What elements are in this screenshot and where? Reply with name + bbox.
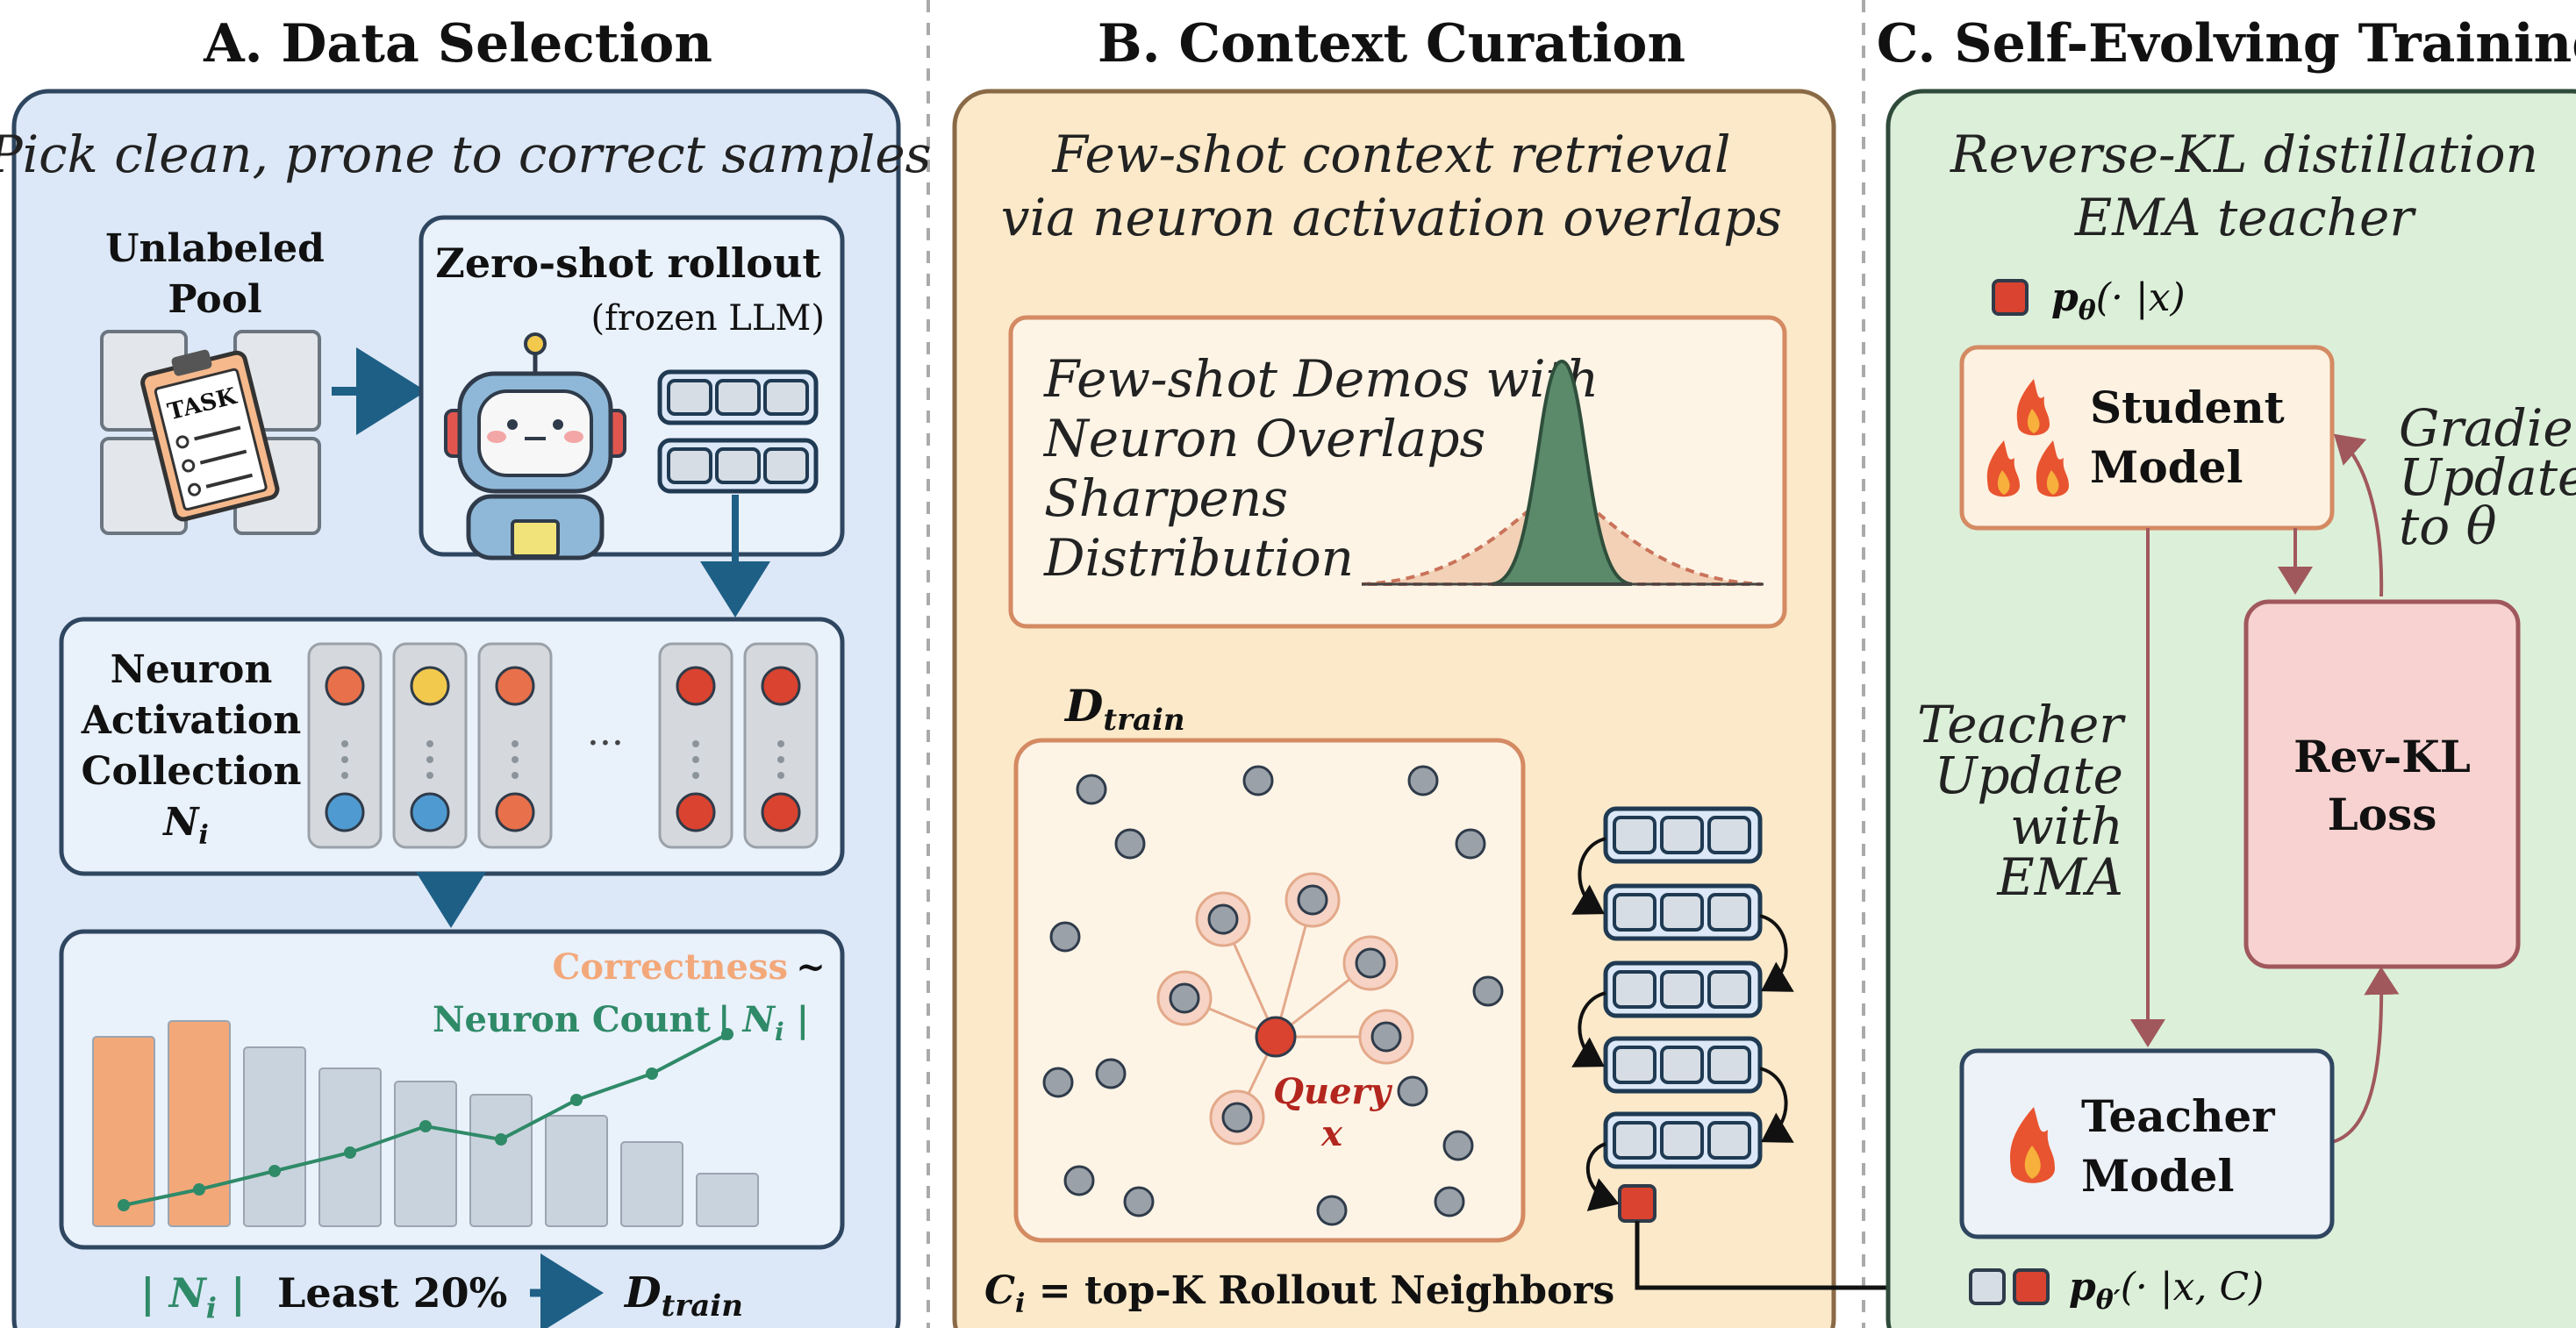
distribution-curves — [1361, 359, 1764, 586]
activation-symbol: Ni — [161, 800, 209, 851]
teacher-dist-swatch-red — [2013, 1268, 2050, 1305]
chart-points — [118, 1028, 733, 1211]
chart-point — [344, 1146, 356, 1159]
task-pool-icon: TASK — [100, 330, 321, 535]
student-dist-swatch — [1992, 279, 2029, 316]
panel-b-heading: B. Context Curation — [1098, 13, 1685, 75]
query-node — [1255, 1016, 1297, 1058]
context-token-stack — [1603, 806, 1763, 1223]
chart-point — [721, 1028, 733, 1040]
least-label: Least 20% — [277, 1269, 507, 1317]
teacher-dist-swatch-gray — [1969, 1268, 2006, 1305]
demos-text-1: Few-shot Demos with — [1043, 349, 1599, 409]
background-points — [1042, 765, 1504, 1226]
panel-b-subtitle-2: via neuron activation overlaps — [1001, 188, 1782, 247]
loss-label-1: Rev-KL — [2293, 731, 2471, 782]
chart-bar — [168, 1020, 231, 1227]
chart-bar — [545, 1115, 608, 1227]
teacher-model-box — [1959, 1048, 2335, 1239]
student-model-box — [1959, 345, 2335, 531]
demos-text-3: Sharpens — [1044, 468, 1288, 528]
dtrain-label-a: Dtrain — [623, 1268, 743, 1324]
teacher-label-2: Model — [2081, 1150, 2234, 1202]
demos-text-4: Distribution — [1043, 528, 1354, 588]
chart-point — [419, 1120, 432, 1132]
robot-icon — [444, 332, 626, 560]
ellipsis: ··· — [587, 721, 624, 766]
rollout-subtitle: (frozen LLM) — [590, 298, 825, 339]
stack-arrows — [1571, 837, 1794, 1211]
fire-icon-student — [1986, 379, 2069, 497]
student-dist-label: pθ(· |x) — [2051, 275, 2186, 326]
teacher-label-1: Teacher — [2081, 1090, 2275, 1142]
neuron-columns — [307, 642, 819, 849]
chart-legend-correctness: Correctness — [552, 946, 788, 988]
fire-icon-teacher — [2010, 1107, 2055, 1183]
student-label-1: Student — [2090, 382, 2285, 433]
chart-point — [268, 1165, 281, 1177]
arrow-teacher-to-loss — [2331, 967, 2400, 1144]
gradient-label-2: Update — [2399, 447, 2576, 507]
panel-a-heading: A. Data Selection — [203, 13, 712, 75]
arrow-loss-to-student — [2334, 433, 2384, 597]
chart-bar — [394, 1081, 457, 1227]
chart-bars — [92, 1020, 759, 1227]
ci-label: Ci = top-K Rollout Neighbors — [984, 1268, 1614, 1319]
teacher-update-4: EMA — [1996, 847, 2123, 907]
chart-point — [118, 1199, 130, 1211]
chart-bar — [243, 1046, 306, 1227]
chart-legend-n: | Ni | — [718, 999, 809, 1046]
teacher-update-2: Update — [1935, 746, 2123, 805]
demos-text-2: Neuron Overlaps — [1042, 409, 1485, 468]
rollout-title: Zero-shot rollout — [435, 239, 821, 287]
panel-b-subtitle-1: Few-shot context retrieval — [1051, 125, 1730, 184]
gradient-label-3: to θ — [2399, 496, 2497, 556]
pool-label-1: Unlabeled — [105, 226, 325, 271]
panel-c-heading: C. Self-Evolving Training — [1877, 13, 2576, 75]
panel-a-subtitle: Pick clean, prone to correct samples — [0, 125, 931, 184]
activation-label-1: Neuron — [111, 647, 273, 692]
teacher-update-1: Teacher — [1917, 695, 2126, 754]
teacher-dist-label: pθ′(· |x, C) — [2069, 1265, 2264, 1316]
pool-label-2: Pool — [168, 277, 261, 322]
chart-point — [570, 1094, 583, 1106]
activation-label-3: Collection — [82, 749, 302, 794]
arrow-to-teacher-dist — [1635, 1221, 1965, 1310]
chart-bar — [696, 1173, 759, 1227]
query-label-1: Query — [1273, 1071, 1392, 1112]
bottom-n: | Ni | — [140, 1269, 246, 1324]
loss-label-2: Loss — [2328, 789, 2437, 840]
panel-c-subtitle-1: Reverse-KL distillation — [1950, 125, 2538, 184]
rev-kl-loss-box — [2243, 599, 2521, 969]
gradient-label-1: Gradient — [2399, 398, 2576, 458]
teacher-update-3: with — [2010, 796, 2123, 856]
query-token — [1618, 1184, 1657, 1223]
rollout-tokens — [657, 369, 819, 494]
chart-legend-tilde: ~ — [796, 946, 826, 988]
chart-point — [646, 1067, 658, 1080]
chart-point — [495, 1133, 507, 1146]
student-label-2: Model — [2090, 441, 2243, 493]
chart-bar — [92, 1036, 155, 1227]
activation-label-2: Activation — [81, 698, 301, 743]
query-label-2: x — [1320, 1113, 1343, 1154]
chart-legend-neuron-count: Neuron Count — [433, 999, 712, 1040]
chart-bar — [620, 1141, 683, 1227]
panel-c-subtitle-2: EMA teacher — [2074, 188, 2416, 247]
dtrain-label-b: Dtrain — [1063, 680, 1185, 738]
dtrain-box — [1013, 738, 1526, 1243]
chart-bar — [469, 1094, 533, 1227]
chart-point — [193, 1183, 205, 1196]
neighbor-graph — [1156, 872, 1414, 1146]
